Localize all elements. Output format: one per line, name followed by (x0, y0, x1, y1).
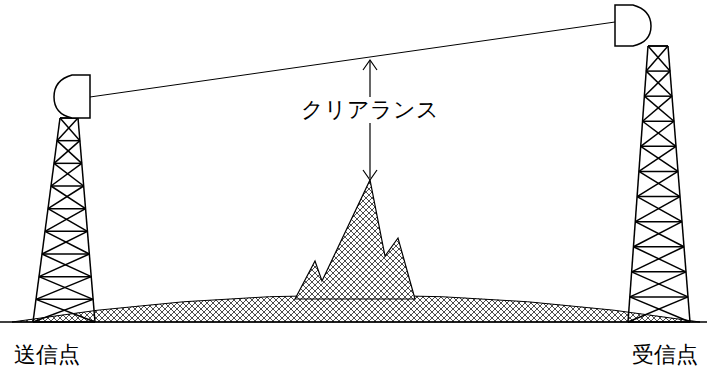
tower-strut (635, 197, 680, 222)
tower-strut (51, 185, 84, 187)
tower-strut (648, 45, 668, 47)
tower-strut (637, 197, 682, 222)
tower-strut (635, 222, 684, 247)
tower-strut (48, 208, 86, 210)
tower-strut (632, 247, 684, 272)
tower-strut (39, 254, 89, 277)
tower-strut (42, 254, 91, 277)
tower-strut (639, 171, 678, 173)
tower-strut (54, 141, 80, 164)
tower-strut (630, 272, 686, 297)
tower-strut (637, 196, 680, 198)
tower-strut (644, 71, 670, 96)
tower-strut (633, 247, 686, 272)
tower-strut (36, 277, 91, 300)
tower-strut (637, 171, 678, 196)
tower-strut (643, 96, 672, 121)
ground-line (0, 321, 707, 323)
tower-strut (648, 45, 668, 47)
tower-strut (646, 70, 670, 72)
tower-strut (633, 246, 684, 248)
tower-strut (54, 163, 82, 165)
tower-strut (630, 296, 688, 298)
tower-strut (33, 321, 95, 323)
mountain (295, 180, 415, 299)
tower-strut (635, 221, 682, 223)
tower-strut (630, 297, 690, 322)
tower-strut (628, 46, 648, 322)
tower-strut (633, 222, 682, 247)
tower-strut (641, 121, 674, 146)
tower-strut (639, 171, 680, 196)
tower-strut (644, 96, 674, 121)
tower-strut (54, 163, 84, 186)
tower-strut (643, 121, 676, 146)
tower-strut (48, 186, 84, 209)
tower-strut (36, 299, 95, 322)
tower-strut (632, 272, 688, 297)
tower-strut (45, 231, 89, 254)
tower-strut (42, 253, 89, 255)
tower-strut (45, 209, 86, 232)
tower-strut (641, 146, 678, 171)
tower-strut (628, 321, 690, 323)
receive-dish (615, 5, 651, 46)
transmit-point-label: 送信点 (12, 342, 82, 368)
radio-path (90, 22, 615, 97)
tower-strut (648, 46, 670, 71)
tower-strut (643, 121, 674, 123)
tower-strut (646, 46, 668, 71)
tower-strut (48, 209, 87, 232)
tower-strut (39, 276, 91, 278)
tower-strut (45, 231, 87, 233)
clearance-label: クリアランス (299, 97, 441, 123)
tower-strut (42, 231, 87, 254)
tower-strut (57, 140, 80, 142)
tower-strut (644, 95, 672, 97)
receive-point-label: 受信点 (630, 342, 700, 368)
tower-strut (646, 71, 672, 96)
tower-strut (668, 46, 690, 322)
tower-strut (632, 271, 686, 273)
tower-strut (60, 118, 80, 141)
tower-strut (57, 141, 82, 164)
transmit-dish (54, 75, 90, 118)
tower-strut (39, 277, 93, 300)
tower-strut (641, 146, 676, 148)
tower-strut (36, 299, 93, 301)
tower-strut (51, 186, 86, 209)
antenna-towers (33, 46, 690, 322)
tower-strut (57, 118, 78, 141)
tower-strut (78, 118, 95, 322)
tower-strut (51, 163, 82, 186)
tower-strut (639, 146, 676, 171)
